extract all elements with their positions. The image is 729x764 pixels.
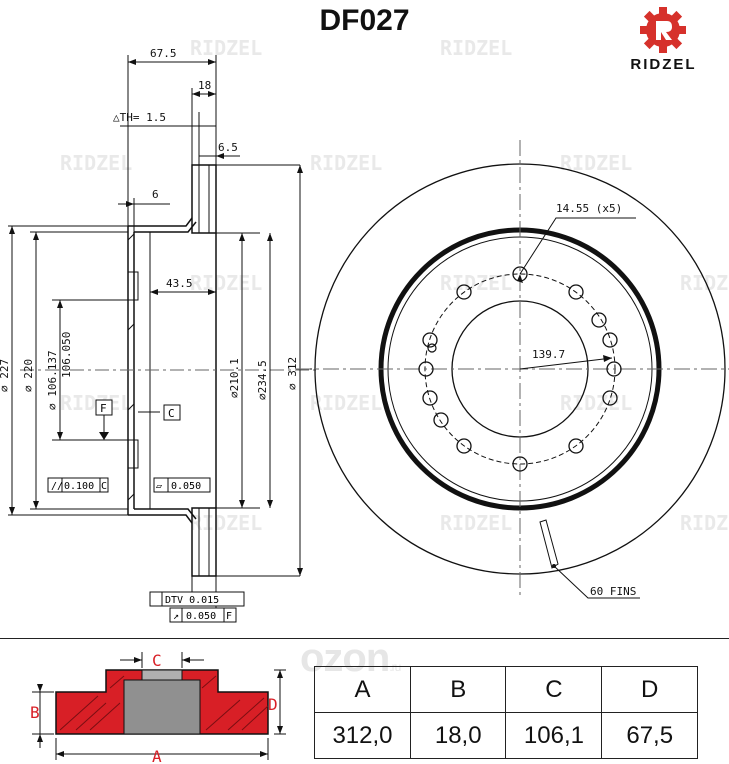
svg-text://: // — [51, 481, 63, 492]
value-cell: 18,0 — [409, 712, 507, 759]
bolt-hole-label: 14.55 (x5) — [556, 202, 622, 215]
svg-text:RIDZEL: RIDZEL — [310, 151, 382, 175]
dim-d220: ∅ 220 — [22, 359, 35, 392]
front-view — [296, 140, 729, 599]
svg-text:▱: ▱ — [156, 481, 162, 492]
dimension-arrows — [9, 59, 303, 576]
header-cell: A — [314, 666, 411, 713]
ridzel-logo-icon — [640, 7, 686, 53]
tol-parallel-ref: C — [101, 481, 107, 492]
disc-cross-section — [55, 669, 269, 735]
legend-label-c: C — [152, 651, 162, 670]
header-cell: D — [601, 666, 698, 713]
bolt-holes — [418, 266, 622, 472]
tol-parallel: 0.100 — [64, 481, 94, 492]
svg-text:RIDZEL: RIDZEL — [310, 391, 382, 415]
runout-tolerance: 0.050 — [186, 611, 216, 622]
section-hatch — [127, 233, 135, 501]
dim-d312: ∅ 312 — [286, 357, 299, 390]
header-cell: C — [505, 666, 603, 713]
divider-line — [0, 638, 729, 639]
svg-text:RIDZEL: RIDZEL — [190, 511, 262, 535]
front-arrows — [517, 274, 612, 568]
svg-text:RIDZEL: RIDZEL — [560, 391, 632, 415]
dim-d227: ∅ 227 — [0, 359, 11, 392]
tolerance-frames: // 0.100 C ▱ 0.050 DTV 0.015 ↗ 0.050 F — [47, 477, 245, 623]
value-cell: 106,1 — [505, 712, 603, 759]
ridzel-watermarks: RIDZEL RIDZEL RIDZEL RIDZEL RIDZEL RIDZE… — [60, 36, 729, 535]
dim-thickness: 18 — [198, 79, 211, 92]
tol-flat: 0.050 — [171, 481, 201, 492]
legend-label-d: D — [268, 695, 278, 714]
section-view — [8, 55, 320, 610]
svg-text:RIDZEL: RIDZEL — [440, 511, 512, 535]
runout-ref: F — [226, 611, 232, 622]
dim-vane: 6.5 — [218, 141, 238, 154]
header-cell: B — [409, 666, 507, 713]
svg-text:↗: ↗ — [173, 611, 179, 622]
svg-text:RIDZEL: RIDZEL — [190, 271, 262, 295]
datum-f: F — [95, 399, 113, 416]
value-cell: 67,5 — [601, 712, 698, 759]
dimension-spec-table: A B C D 312,0 18,0 106,1 67,5 — [314, 666, 698, 759]
legend-label-a: A — [152, 747, 162, 764]
dim-d210: ∅210.1 — [228, 358, 241, 398]
technical-drawing: RIDZEL RIDZEL RIDZEL RIDZEL RIDZEL RIDZE… — [0, 36, 729, 623]
svg-text:RIDZEL: RIDZEL — [680, 271, 729, 295]
svg-text:C: C — [168, 407, 175, 420]
svg-text:RIDZEL: RIDZEL — [440, 271, 512, 295]
brand-name: RIDZEL — [630, 56, 697, 73]
fins-label: 60 FINS — [590, 585, 636, 598]
dim-d106: ∅ 106.137 — [46, 350, 59, 410]
dim-d106b: 106.050 — [60, 332, 73, 378]
watermark-text: RIDZEL — [60, 151, 132, 175]
dim-d234: ∅234.5 — [256, 360, 269, 400]
table-header-row: A B C D — [314, 666, 698, 713]
table-value-row: 312,0 18,0 106,1 67,5 — [314, 712, 698, 759]
dim-overall-height: 67.5 — [150, 47, 177, 60]
section-dimension-labels: 67.5 18 △TH= 1.5 6.5 6 43.5 ∅ 227 ∅ 220 … — [0, 47, 299, 410]
dim-th: △TH= 1.5 — [113, 111, 166, 124]
front-labels: 14.55 (x5) 139.7 60 FINS — [532, 202, 636, 598]
svg-text:F: F — [100, 402, 107, 415]
svg-text:RIDZEL: RIDZEL — [680, 511, 729, 535]
dimension-legend-diagram: C D B A — [30, 651, 286, 764]
svg-text:RIDZEL: RIDZEL — [190, 36, 262, 60]
value-cell: 312,0 — [314, 712, 411, 759]
pcd-label: 139.7 — [532, 348, 565, 361]
dim-hub-depth: 43.5 — [166, 277, 193, 290]
brand-logo: RIDZEL — [606, 6, 721, 76]
dtv-tolerance: DTV 0.015 — [165, 595, 219, 606]
dim-wall: 6 — [152, 188, 159, 201]
svg-text:RIDZEL: RIDZEL — [440, 36, 512, 60]
legend-label-b: B — [30, 703, 40, 722]
svg-text:RIDZEL: RIDZEL — [560, 151, 632, 175]
datum-c: C — [163, 404, 181, 421]
part-number-title: DF027 — [319, 4, 410, 37]
